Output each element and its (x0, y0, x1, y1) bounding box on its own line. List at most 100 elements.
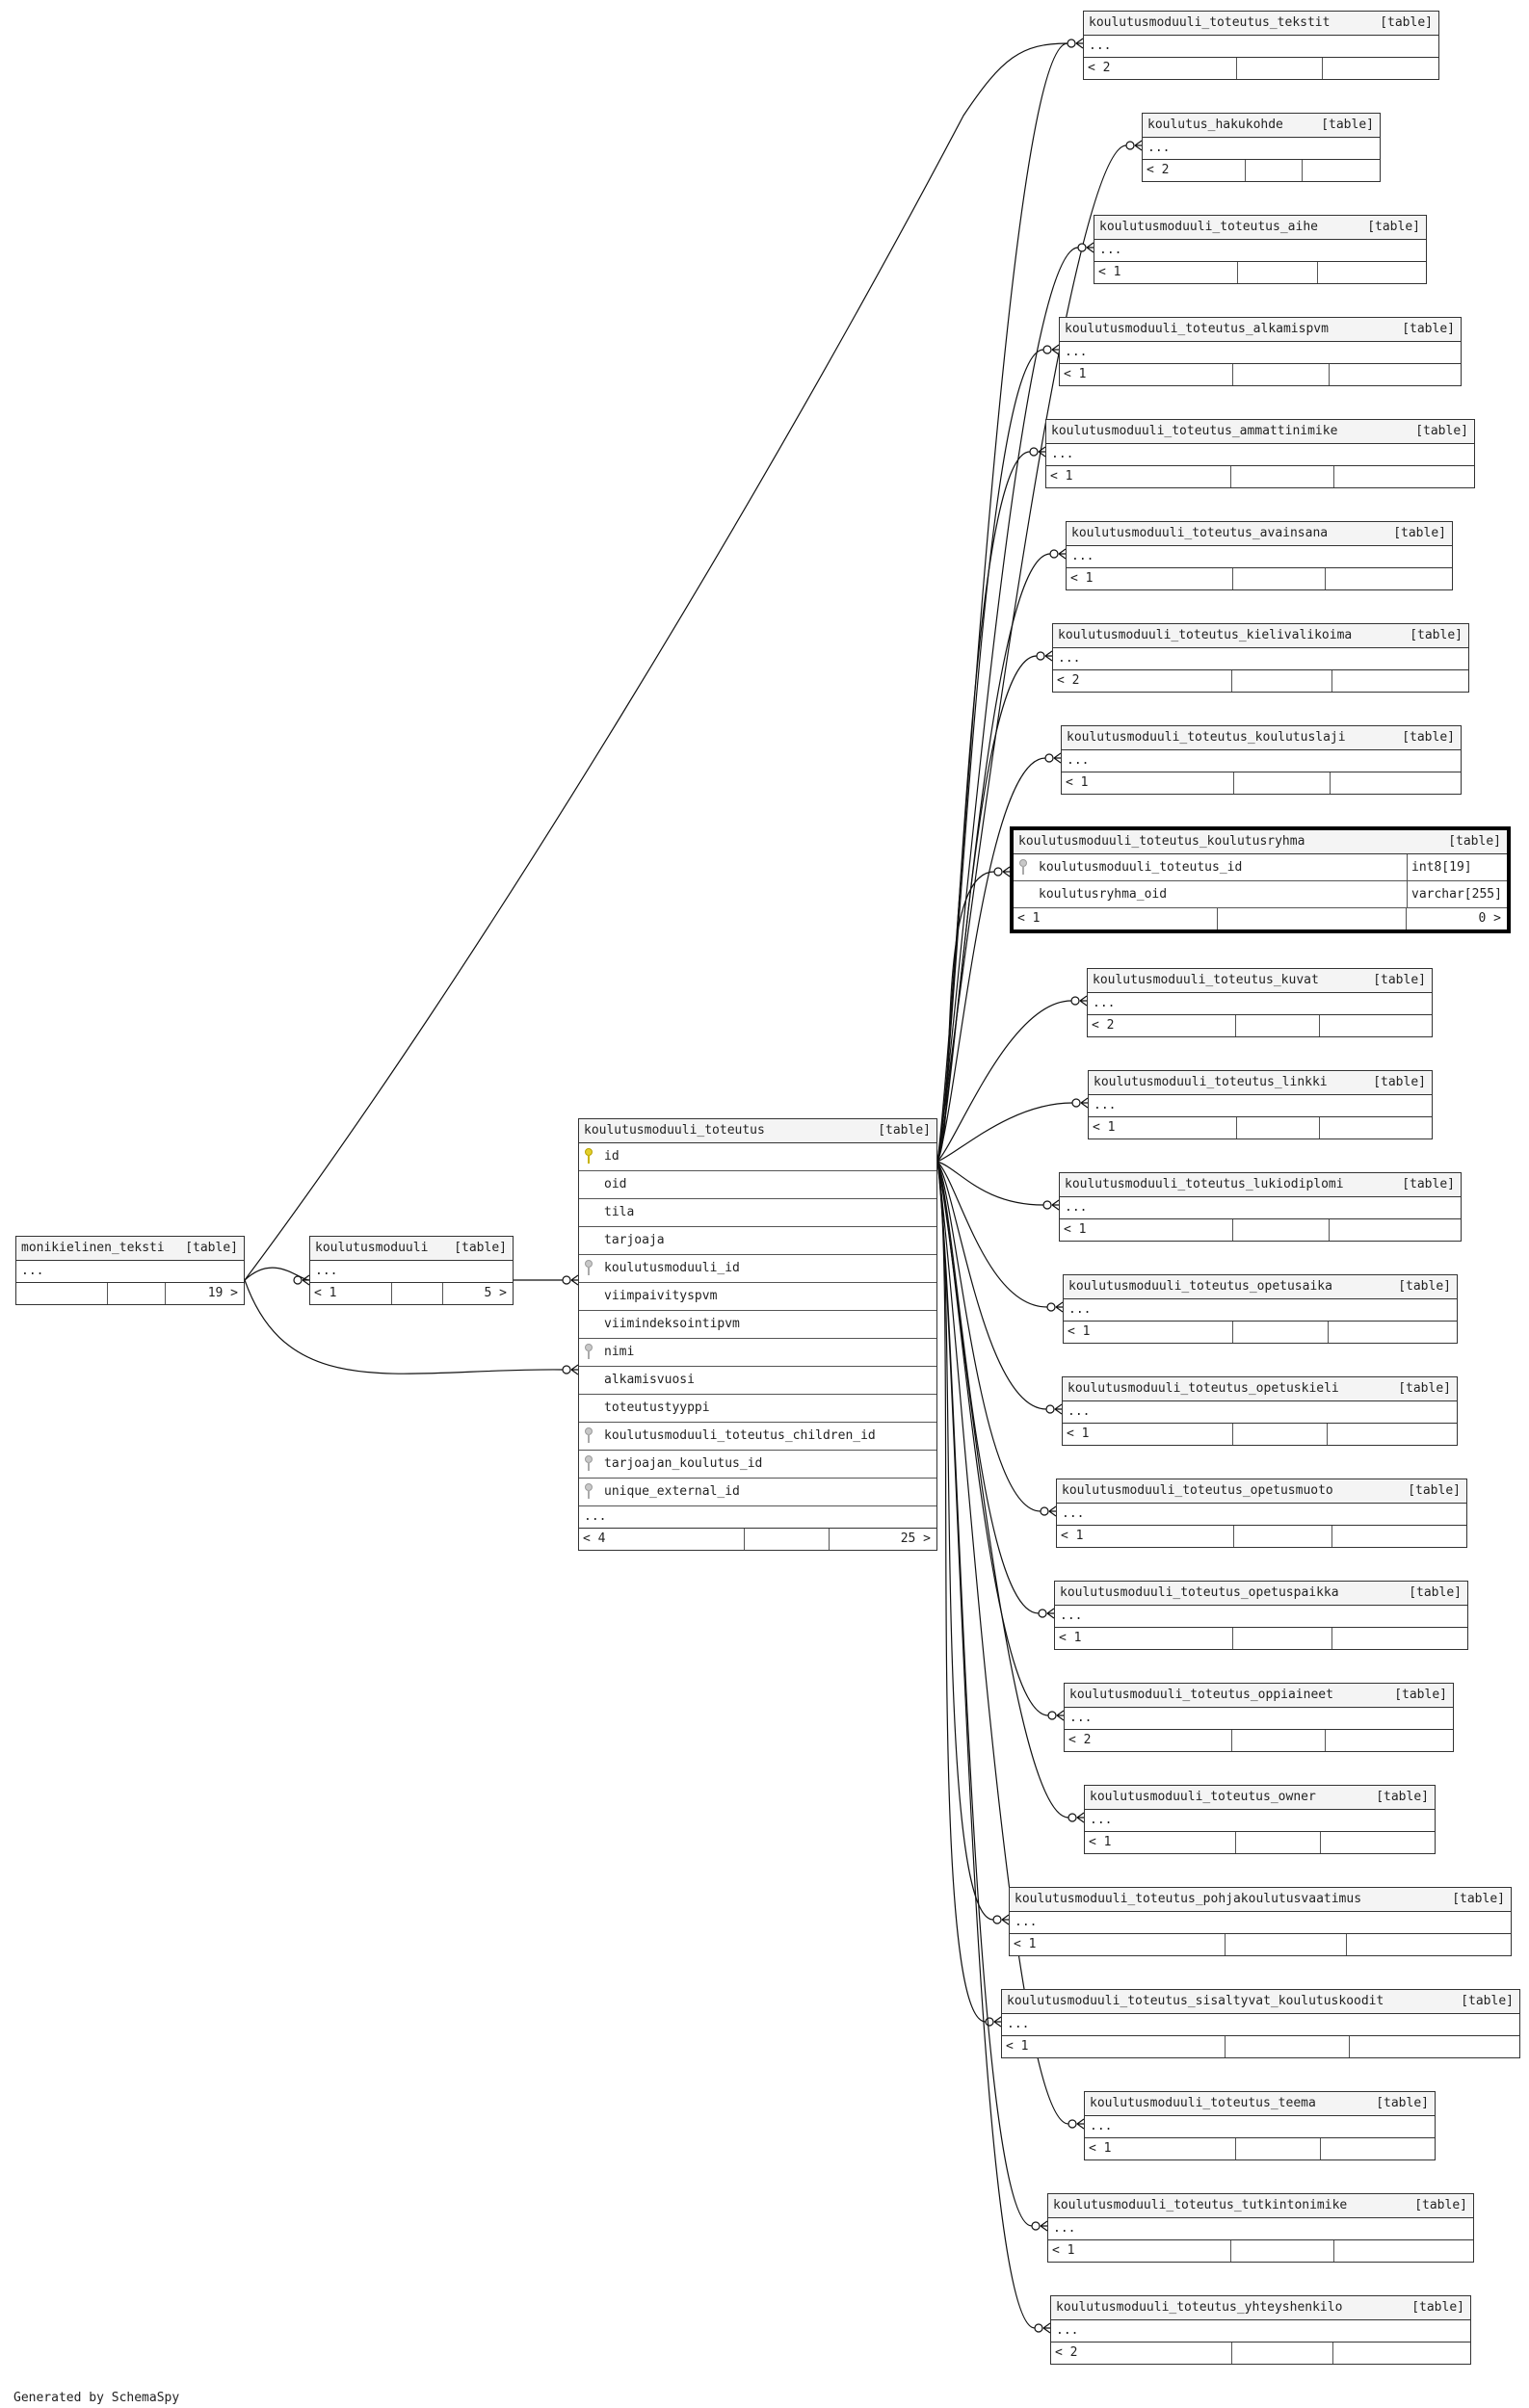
table-koulutusmoduuli-toteutus-kielivalikoima[interactable]: koulutusmoduuli_toteutus_kielivalikoima[… (1052, 623, 1469, 693)
parents-count[interactable]: < 1 (1085, 2138, 1236, 2159)
table-koulutusmoduuli-toteutus-kuvat[interactable]: koulutusmoduuli_toteutus_kuvat[table]...… (1087, 968, 1433, 1037)
children-count[interactable] (1333, 2343, 1470, 2364)
fk-line-22 (936, 871, 995, 1163)
children-count[interactable]: 0 > (1478, 911, 1501, 926)
parents-count[interactable]: < 2 (1051, 2343, 1232, 2364)
table-koulutusmoduuli-toteutus-yhteyshenkilo[interactable]: koulutusmoduuli_toteutus_yhteyshenkilo[t… (1050, 2295, 1471, 2365)
column-tarjoajan-koulutus-id[interactable]: tarjoajan_koulutus_id (579, 1451, 936, 1479)
parents-count[interactable] (16, 1283, 109, 1304)
children-count[interactable] (1331, 772, 1461, 794)
children-count[interactable] (1332, 1526, 1466, 1547)
column-name: koulutusmoduuli_toteutus_id (1039, 860, 1243, 875)
parents-count[interactable]: < 1 (1057, 1526, 1234, 1547)
table-koulutusmoduuli-toteutus-tekstit[interactable]: koulutusmoduuli_toteutus_tekstit[table].… (1083, 11, 1439, 80)
koulutus_hakukohde-header: koulutus_hakukohde[table] (1143, 114, 1380, 138)
parents-count[interactable]: < 1 (1002, 2036, 1226, 2057)
column-id[interactable]: id (579, 1143, 936, 1171)
children-count[interactable] (1347, 1934, 1511, 1955)
table-monikielinen_teksti[interactable]: monikielinen_teksti[table]...19 > (15, 1236, 245, 1305)
column-tila[interactable]: tila (579, 1199, 936, 1227)
parents-count[interactable]: < 1 (1062, 772, 1234, 794)
table-koulutusmoduuli-toteutus-owner[interactable]: koulutusmoduuli_toteutus_owner[table]...… (1084, 1785, 1436, 1854)
children-count[interactable] (1321, 1832, 1435, 1853)
parents-count[interactable]: < 2 (1143, 160, 1246, 181)
children-count[interactable] (1334, 2240, 1473, 2262)
parents-count[interactable]: < 1 (1063, 1424, 1233, 1445)
column-nimi[interactable]: nimi (579, 1339, 936, 1367)
parents-count[interactable]: < 2 (1084, 58, 1238, 79)
column-tarjoaja[interactable]: tarjoaja (579, 1227, 936, 1255)
table-koulutusmoduuli-toteutus-lukiodiplomi[interactable]: koulutusmoduuli_toteutus_lukiodiplomi[ta… (1059, 1172, 1462, 1242)
table-koulutusmoduuli-toteutus-ammattinimike[interactable]: koulutusmoduuli_toteutus_ammattinimike[t… (1045, 419, 1475, 488)
column-unique-external-id[interactable]: unique_external_id (579, 1479, 936, 1506)
table-koulutusmoduuli-toteutus-linkki[interactable]: koulutusmoduuli_toteutus_linkki[table]..… (1088, 1070, 1433, 1139)
children-count[interactable] (1334, 466, 1474, 487)
table-koulutus-hakukohde[interactable]: koulutus_hakukohde[table]...< 2 (1142, 113, 1381, 182)
children-count[interactable]: 19 > (207, 1286, 238, 1300)
table-koulutusmoduuli-toteutus-pohjakoulutusvaatimus[interactable]: koulutusmoduuli_toteutus_pohjakoulutusva… (1009, 1887, 1512, 1956)
table-koulutusmoduuli-toteutus-aihe[interactable]: koulutusmoduuli_toteutus_aihe[table]...<… (1094, 215, 1427, 284)
column-oid[interactable]: oid (579, 1171, 936, 1199)
parents-count[interactable]: < 1 (1085, 1832, 1236, 1853)
table-koulutusmoduuli-toteutus-opetusaika[interactable]: koulutusmoduuli_toteutus_opetusaika[tabl… (1063, 1274, 1458, 1344)
fk-end-nimi-crowfoot (570, 1364, 579, 1375)
parents-count[interactable]: < 4 (579, 1529, 745, 1550)
children-count[interactable] (1321, 2138, 1435, 2159)
table-koulutusmoduuli-toteutus-avainsana[interactable]: koulutusmoduuli_toteutus_avainsana[table… (1066, 521, 1453, 590)
children-count[interactable] (1303, 160, 1380, 181)
children-count[interactable] (1328, 1424, 1457, 1445)
parents-count[interactable]: < 2 (1065, 1730, 1233, 1751)
parents-count[interactable]: < 1 (1089, 1117, 1237, 1139)
children-count[interactable] (1332, 670, 1468, 692)
parents-count[interactable]: < 1 (1060, 364, 1233, 385)
parents-count[interactable]: < 1 (1060, 1219, 1233, 1241)
children-count[interactable]: 5 > (484, 1286, 507, 1300)
children-count[interactable]: 25 > (900, 1531, 931, 1546)
spacer-cell (108, 1283, 166, 1304)
parents-count[interactable]: < 2 (1053, 670, 1233, 692)
column-viimindeksointipvm[interactable]: viimindeksointipvm (579, 1311, 936, 1339)
table-koulutusmoduuli-toteutus-koulutuslaji[interactable]: koulutusmoduuli_toteutus_koulutuslaji[ta… (1061, 725, 1462, 795)
column-viimpaivityspvm[interactable]: viimpaivityspvm (579, 1283, 936, 1311)
children-count[interactable] (1329, 1322, 1457, 1343)
parents-count[interactable]: < 1 (1064, 1322, 1234, 1343)
children-count[interactable] (1330, 364, 1461, 385)
children-count[interactable] (1350, 2036, 1519, 2057)
table-koulutusmoduuli-toteutus-opetuspaikka[interactable]: koulutusmoduuli_toteutus_opetuspaikka[ta… (1054, 1581, 1468, 1650)
column-toteutustyyppi[interactable]: toteutustyyppi (579, 1395, 936, 1423)
parents-count[interactable]: < 1 (310, 1283, 392, 1304)
parents-count[interactable]: < 1 (1014, 908, 1218, 929)
column-koulutusmoduuli-toteutus-children-id[interactable]: koulutusmoduuli_toteutus_children_id (579, 1423, 936, 1451)
children-count[interactable] (1326, 1730, 1453, 1751)
column-alkamisvuosi[interactable]: alkamisvuosi (579, 1367, 936, 1395)
parents-count[interactable]: < 1 (1010, 1934, 1226, 1955)
children-count[interactable] (1320, 1117, 1432, 1139)
parents-count[interactable]: < 1 (1067, 568, 1233, 589)
table-koulutusmoduuli-toteutus-koulutusryhma[interactable]: koulutusmoduuli_toteutus_koulutusryhma[t… (1010, 826, 1511, 933)
koulutusmoduuli_toteutus_lukiodiplomi-header: koulutusmoduuli_toteutus_lukiodiplomi[ta… (1060, 1173, 1461, 1197)
table-koulutusmoduuli-toteutus-tutkintonimike[interactable]: koulutusmoduuli_toteutus_tutkintonimike[… (1047, 2193, 1474, 2263)
children-count[interactable] (1326, 568, 1452, 589)
children-count[interactable] (1323, 58, 1438, 79)
children-count[interactable] (1330, 1219, 1461, 1241)
table-koulutusmoduuli-toteutus-opetusmuoto[interactable]: koulutusmoduuli_toteutus_opetusmuoto[tab… (1056, 1479, 1467, 1548)
table-koulutusmoduuli-toteutus-oppiaineet[interactable]: koulutusmoduuli_toteutus_oppiaineet[tabl… (1064, 1683, 1454, 1752)
parents-count[interactable]: < 1 (1055, 1628, 1233, 1649)
children-count[interactable] (1332, 1628, 1467, 1649)
parents-count[interactable]: < 1 (1048, 2240, 1232, 2262)
parents-count[interactable]: < 1 (1094, 262, 1238, 283)
table-koulutusmoduuli-toteutus-teema[interactable]: koulutusmoduuli_toteutus_teema[table]...… (1084, 2091, 1436, 2160)
table-koulutusmoduuli-toteutus-sisaltyvat-koulutuskoodit[interactable]: koulutusmoduuli_toteutus_sisaltyvat_koul… (1001, 1989, 1520, 2058)
children-count[interactable] (1320, 1015, 1432, 1036)
table-koulutusmoduuli-toteutus-opetuskieli[interactable]: koulutusmoduuli_toteutus_opetuskieli[tab… (1062, 1376, 1458, 1446)
table-koulutusmoduuli-toteutus-alkamispvm[interactable]: koulutusmoduuli_toteutus_alkamispvm[tabl… (1059, 317, 1462, 386)
parents-count[interactable]: < 2 (1088, 1015, 1237, 1036)
table-footer: < 1 (1055, 1628, 1467, 1649)
column-koulutusmoduuli-id[interactable]: koulutusmoduuli_id (579, 1255, 936, 1283)
children-count[interactable] (1318, 262, 1426, 283)
parents-count[interactable]: < 1 (1046, 466, 1231, 487)
